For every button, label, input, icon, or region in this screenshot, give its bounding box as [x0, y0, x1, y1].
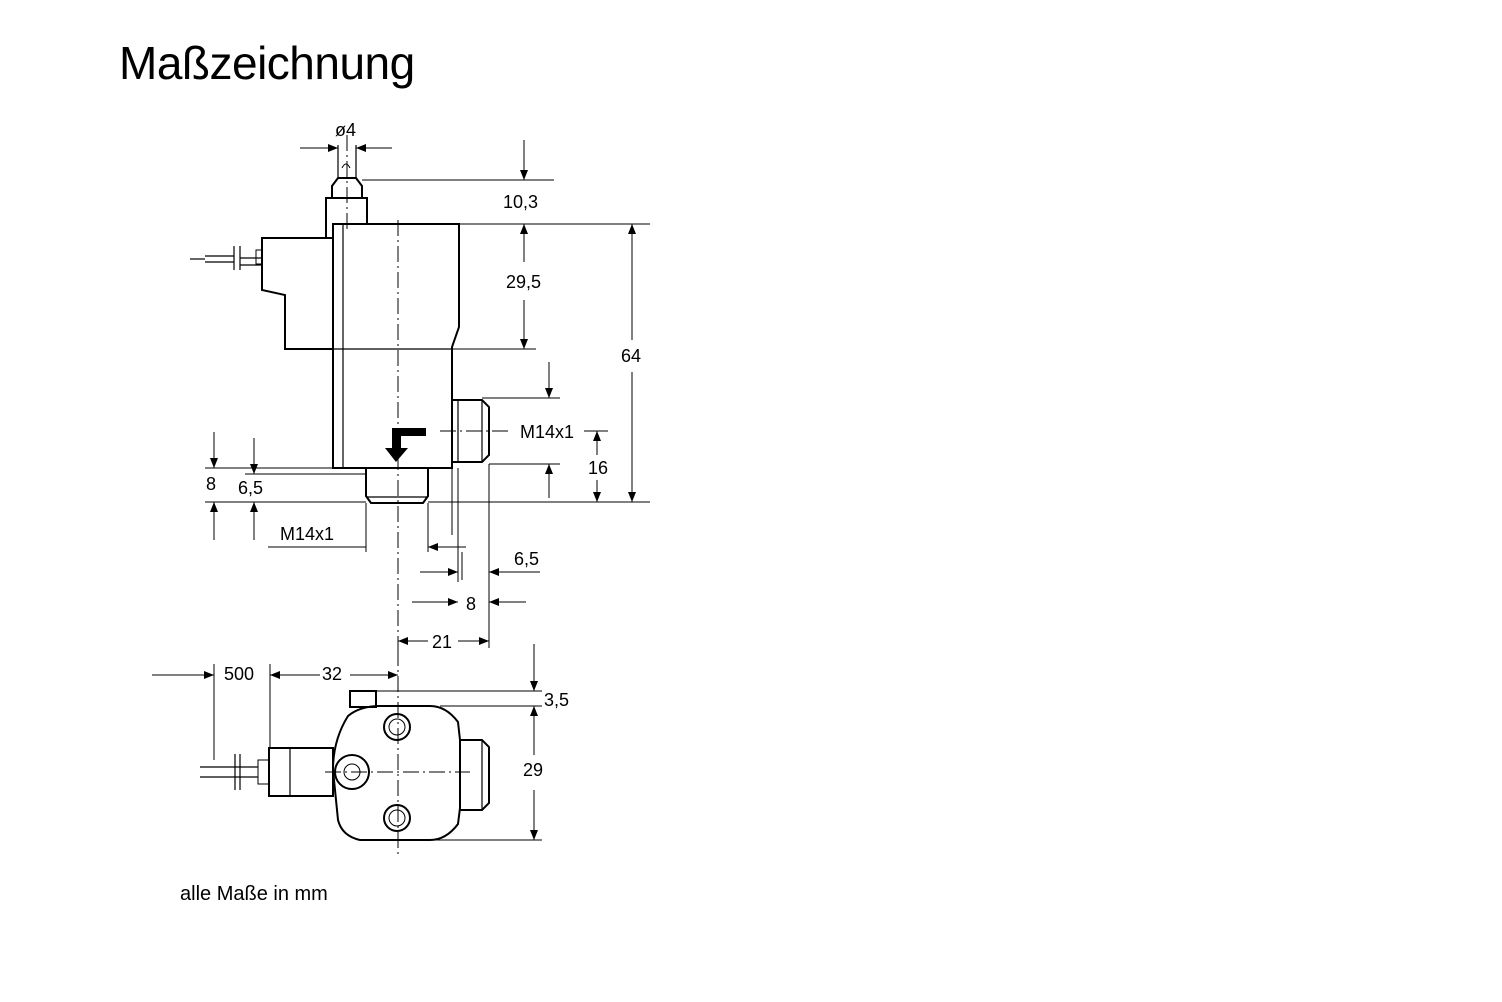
top-view [200, 650, 490, 855]
dim-3-5: 3,5 [544, 690, 569, 710]
bottom-thread-port [365, 468, 429, 504]
dim-32: 32 [322, 664, 342, 684]
dim-6-5-left: 6,5 [238, 478, 263, 498]
dim-cable-diameter: ø4 [335, 120, 356, 140]
top-body [331, 705, 461, 841]
dim-top-height: 10,3 [503, 192, 538, 212]
dim-total-height: 64 [621, 346, 641, 366]
units-note: alle Maße in mm [180, 883, 328, 905]
connector-housing [261, 237, 333, 350]
dim-bottom-thread: M14x1 [280, 524, 334, 544]
dim-upper-height: 29,5 [506, 272, 541, 292]
top-connector [268, 747, 334, 797]
dim-29: 29 [523, 760, 543, 780]
dim-500: 500 [224, 664, 254, 684]
dim-8-left: 8 [206, 474, 216, 494]
flow-arrow-icon [385, 428, 426, 462]
dim-8-bottom: 8 [466, 594, 476, 614]
page-title: Maßzeichnung [119, 37, 415, 89]
side-thread-port [452, 399, 490, 463]
side-dimensions: ø4 10,3 29,5 64 M14x1 16 [205, 120, 650, 652]
dim-6-5-right: 6,5 [514, 549, 539, 569]
top-dimensions: 500 32 3,5 29 [152, 644, 569, 841]
dim-side-thread: M14x1 [520, 422, 574, 442]
dim-16: 16 [588, 458, 608, 478]
top-tab [349, 690, 377, 708]
dim-21: 21 [432, 632, 452, 652]
